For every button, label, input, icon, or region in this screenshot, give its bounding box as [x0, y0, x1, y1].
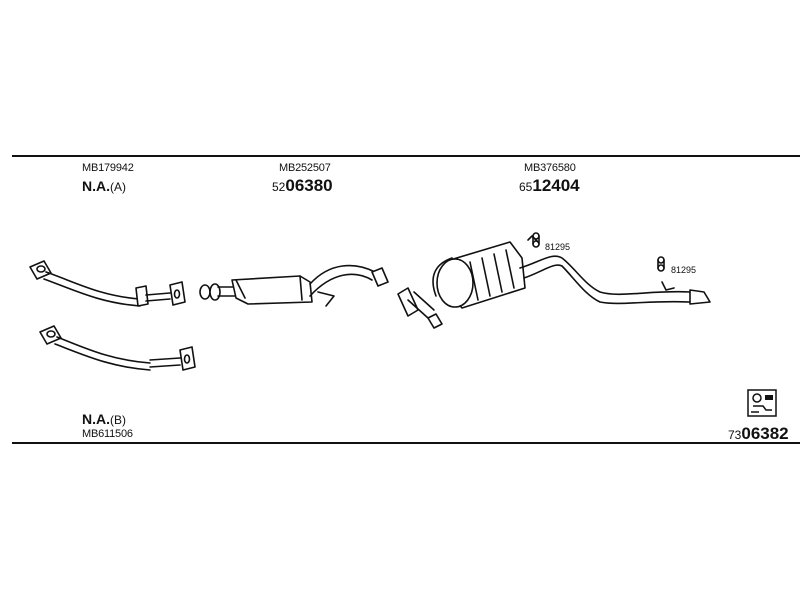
center-muffler-code-prefix: 52 [272, 180, 286, 194]
kit-code-prefix: 73 [728, 428, 742, 442]
kit-code: 7306382 [728, 424, 789, 444]
front-pipe-b-variant-label: N.A. [82, 411, 110, 427]
rear-muffler-code: 6512404 [519, 176, 580, 196]
center-muffler-part-number: MB252507 [279, 162, 331, 174]
rear-muffler-code-prefix: 65 [519, 180, 533, 194]
hanger-ref-2: 81295 [671, 265, 697, 275]
hanger-icon-1 [532, 232, 540, 248]
front-pipe-a-variant: N.A.(A) [82, 178, 126, 194]
center-muffler-code: 5206380 [272, 176, 333, 196]
rear-muffler-part-number: MB376580 [524, 162, 576, 174]
front-pipe-b-variant-suffix: (B) [110, 413, 126, 427]
rear-muffler-drawing [397, 235, 711, 329]
kit-code-main: 06382 [741, 424, 789, 443]
top-rule [12, 155, 800, 157]
rear-muffler-code-main: 12404 [532, 176, 580, 195]
front-pipe-b-drawing [39, 325, 196, 371]
front-pipe-a-variant-label: N.A. [82, 178, 110, 194]
exhaust-kit-icon [747, 389, 777, 417]
front-pipe-b-part-number: MB611506 [82, 428, 133, 440]
hanger-ref-1: 81295 [545, 242, 571, 252]
front-pipe-a-drawing [29, 260, 186, 307]
center-muffler-code-main: 06380 [285, 176, 333, 195]
front-pipe-a-part-number: MB179942 [82, 162, 134, 174]
center-muffler-drawing [199, 264, 389, 307]
front-pipe-a-variant-suffix: (A) [110, 180, 126, 194]
front-pipe-b-variant: N.A.(B) [82, 411, 126, 427]
hanger-icon-2 [657, 256, 665, 272]
bottom-rule [12, 442, 800, 444]
